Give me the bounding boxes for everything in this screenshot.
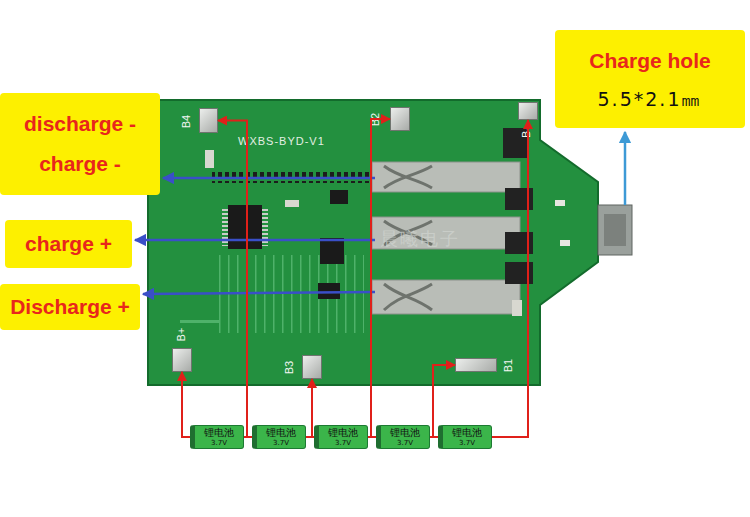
callout-text: discharge - — [24, 104, 136, 144]
cell-text: 锂电池 — [328, 428, 358, 438]
pad-label: B3 — [284, 361, 295, 374]
wire-connector — [433, 365, 455, 437]
cell-text: 锂电池 — [266, 428, 296, 438]
callout-box: Charge hole5.5*2.1㎜ — [555, 30, 745, 128]
callout-text: 5.5*2.1㎜ — [598, 81, 703, 117]
cell-text: 3.7V — [397, 440, 413, 447]
smd-part — [555, 200, 565, 206]
callout-text: charge + — [25, 224, 112, 264]
solder-pad: B1 — [455, 358, 497, 372]
nickel-strip — [372, 217, 520, 249]
pcb-trace — [180, 320, 220, 323]
mosfet — [505, 232, 533, 254]
spot-weld — [384, 166, 432, 188]
smd-part — [560, 240, 570, 246]
battery-cell: 锂电池 3.7V — [314, 425, 368, 449]
smd-part — [512, 300, 522, 316]
battery-cell: 锂电池 3.7V — [252, 425, 306, 449]
cell-text: 3.7V — [273, 440, 289, 447]
ic-chip — [330, 190, 348, 204]
nickel-strip — [372, 162, 520, 192]
smd-part — [285, 200, 299, 207]
ic-chip — [320, 238, 344, 264]
battery-cell: 锂电池 3.7V — [376, 425, 430, 449]
callout-text: Charge hole — [589, 41, 710, 81]
nickel-strip — [372, 280, 520, 314]
cell-text: 锂电池 — [452, 428, 482, 438]
cell-text: 3.7V — [211, 440, 227, 447]
wire-connector — [312, 379, 314, 437]
leader-arrow — [624, 132, 627, 205]
pad-label: B- — [521, 127, 532, 138]
cell-text: 锂电池 — [390, 428, 420, 438]
board-label: WXBS-BYD-V1 — [238, 136, 325, 147]
cell-text: 3.7V — [335, 440, 351, 447]
leader-arrow — [143, 292, 375, 294]
callout-box: Discharge + — [0, 284, 140, 330]
mosfet — [505, 188, 533, 210]
callout-box: charge + — [5, 220, 132, 268]
callout-text: Discharge + — [10, 287, 130, 327]
solder-pad: B4 — [199, 108, 218, 133]
solder-pad: B- — [518, 102, 538, 120]
mosfet — [505, 262, 533, 284]
solder-pad: B2 — [390, 107, 410, 131]
smd-part — [205, 150, 214, 168]
leader-arrow — [135, 239, 375, 242]
pad-label: B1 — [503, 359, 514, 372]
pad-label: B2 — [370, 113, 381, 126]
cell-text: 3.7V — [459, 440, 475, 447]
pcb-board — [148, 100, 598, 385]
solder-pad: B+ — [172, 348, 192, 372]
callout-box: discharge -charge - — [0, 93, 160, 195]
dc-jack-body — [604, 214, 626, 246]
wire-connector — [218, 121, 252, 438]
ic-chip — [228, 205, 262, 249]
battery-cell: 锂电池 3.7V — [190, 425, 244, 449]
pad-label: B+ — [176, 328, 187, 342]
watermark: 晨曦电子 — [380, 230, 460, 248]
callout-text: charge - — [39, 144, 121, 184]
dc-jack — [598, 205, 632, 255]
wire-connector — [371, 119, 390, 437]
solder-pad: B3 — [302, 355, 322, 379]
leader-arrow — [163, 177, 375, 180]
ic-chip — [318, 283, 340, 299]
spot-weld — [384, 284, 432, 310]
wire-connector — [492, 120, 528, 437]
battery-cell: 锂电池 3.7V — [438, 425, 492, 449]
wire-connector — [182, 372, 190, 437]
cell-text: 锂电池 — [204, 428, 234, 438]
pad-label: B4 — [181, 115, 192, 128]
